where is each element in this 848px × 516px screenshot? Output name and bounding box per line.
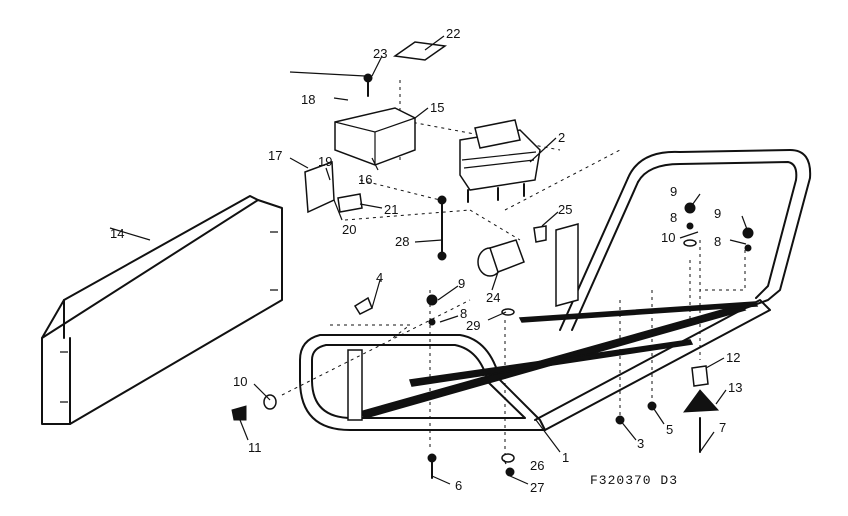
- callout-9c: 9: [458, 276, 465, 291]
- callout-27: 27: [530, 480, 544, 495]
- callout-14: 14: [110, 226, 124, 241]
- callout-9b: 9: [714, 206, 721, 221]
- callout-5: 5: [666, 422, 673, 437]
- callout-20: 20: [342, 222, 356, 237]
- callout-12: 12: [726, 350, 740, 365]
- leader-lines: [109, 35, 749, 485]
- callout-18: 18: [301, 92, 315, 107]
- callout-8c: 8: [460, 306, 467, 321]
- diagram-code: F320370 D3: [590, 473, 678, 488]
- callout-23: 23: [373, 46, 387, 61]
- callout-9a: 9: [670, 184, 677, 199]
- rod-part-28: [437, 195, 447, 261]
- callout-15: 15: [430, 100, 444, 115]
- hardware-items: [231, 202, 754, 479]
- generator-part-2: [459, 119, 541, 203]
- callout-17: 17: [268, 148, 282, 163]
- control-box-part-15: [334, 107, 416, 166]
- callout-28: 28: [395, 234, 409, 249]
- callout-22: 22: [446, 26, 460, 41]
- callout-16: 16: [358, 172, 372, 187]
- callout-26: 26: [530, 458, 544, 473]
- bracket-part-17: [304, 160, 335, 214]
- callout-labels: 1 2 3 4 5 6 7 8 8 8 9 9 9 10 10 11 12 13…: [110, 26, 742, 495]
- callout-21: 21: [384, 202, 398, 217]
- callout-3: 3: [637, 436, 644, 451]
- callout-4: 4: [376, 270, 383, 285]
- callout-8a: 8: [670, 210, 677, 225]
- terminal-part-21: [337, 193, 363, 213]
- callout-10b: 10: [233, 374, 247, 389]
- callout-19: 19: [318, 154, 332, 169]
- callout-6: 6: [455, 478, 462, 493]
- fitting-part-25: [533, 225, 547, 243]
- side-panel-part-14: [41, 195, 283, 425]
- callout-24: 24: [486, 290, 500, 305]
- callout-11: 11: [248, 440, 262, 455]
- frame-part-1: [281, 80, 812, 455]
- callout-1: 1: [562, 450, 569, 465]
- callout-13: 13: [728, 380, 742, 395]
- plate-part-22: [392, 41, 448, 61]
- callout-29: 29: [466, 318, 480, 333]
- starter-part-24: [477, 239, 525, 277]
- callout-2: 2: [558, 130, 565, 145]
- callout-25: 25: [558, 202, 572, 217]
- callout-10a: 10: [661, 230, 675, 245]
- bolt-part-23: [289, 71, 373, 97]
- callout-8b: 8: [714, 234, 721, 249]
- callout-7: 7: [719, 420, 726, 435]
